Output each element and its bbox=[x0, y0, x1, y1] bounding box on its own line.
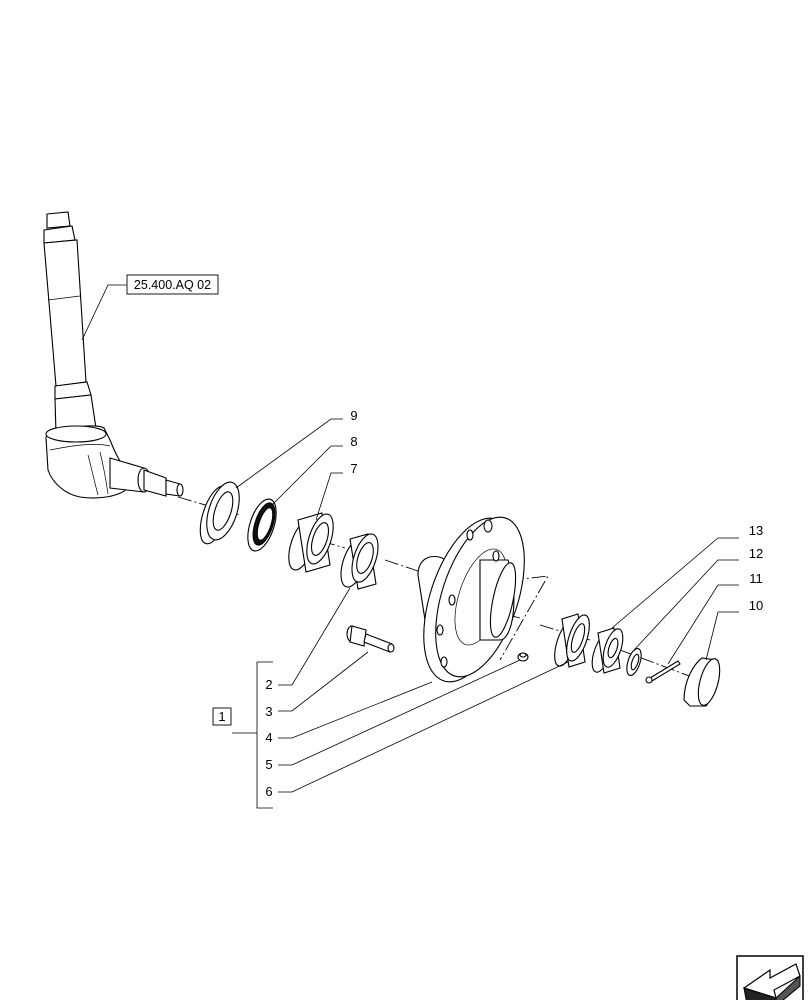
leader-2 bbox=[278, 587, 351, 686]
leader-6 bbox=[278, 661, 569, 793]
ring-8 bbox=[247, 498, 277, 552]
callout-7: 7 bbox=[350, 461, 357, 476]
cotter-pin-11 bbox=[645, 660, 681, 684]
dust-cap-10 bbox=[683, 657, 721, 707]
callout-12: 12 bbox=[749, 546, 763, 561]
bearing-7 bbox=[288, 512, 334, 573]
leader-10 bbox=[705, 611, 739, 661]
group-item-6: 6 bbox=[265, 784, 272, 799]
group-item-2: 2 bbox=[265, 677, 272, 692]
leader-9 bbox=[235, 418, 343, 489]
seal-9 bbox=[199, 481, 240, 545]
reference-box[interactable] bbox=[126, 274, 219, 295]
leader-8 bbox=[271, 445, 343, 506]
callout-13: 13 bbox=[749, 523, 763, 538]
washer-12 bbox=[626, 648, 642, 676]
bearing-6 bbox=[554, 613, 590, 668]
group-box bbox=[212, 707, 232, 726]
group-bracket bbox=[232, 661, 273, 809]
steering-knuckle bbox=[43, 211, 184, 499]
callout-10: 10 bbox=[749, 598, 763, 613]
leader-ref bbox=[81, 284, 127, 341]
leader-13 bbox=[611, 537, 739, 629]
grease-fitting-5 bbox=[517, 652, 529, 662]
group-item-5: 5 bbox=[265, 757, 272, 772]
leader-4 bbox=[278, 681, 433, 739]
leader-11 bbox=[667, 584, 739, 665]
group-item-3: 3 bbox=[265, 704, 272, 719]
callout-9: 9 bbox=[350, 408, 357, 423]
group-label: 1 bbox=[218, 709, 225, 724]
leader-5 bbox=[278, 659, 521, 766]
callout-11: 11 bbox=[749, 571, 763, 586]
nut-13 bbox=[591, 627, 624, 674]
leader-3 bbox=[278, 651, 369, 712]
group-item-4: 4 bbox=[265, 730, 272, 745]
bearing-2 bbox=[340, 533, 379, 590]
arrow-icon[interactable] bbox=[736, 955, 804, 1000]
leader-12 bbox=[633, 559, 739, 651]
wheel-hub-4 bbox=[417, 516, 525, 683]
reference-label[interactable]: 25.400.AQ 02 bbox=[134, 278, 211, 292]
leader-7 bbox=[315, 472, 343, 521]
callout-8: 8 bbox=[350, 434, 357, 449]
stud-3 bbox=[346, 625, 395, 653]
